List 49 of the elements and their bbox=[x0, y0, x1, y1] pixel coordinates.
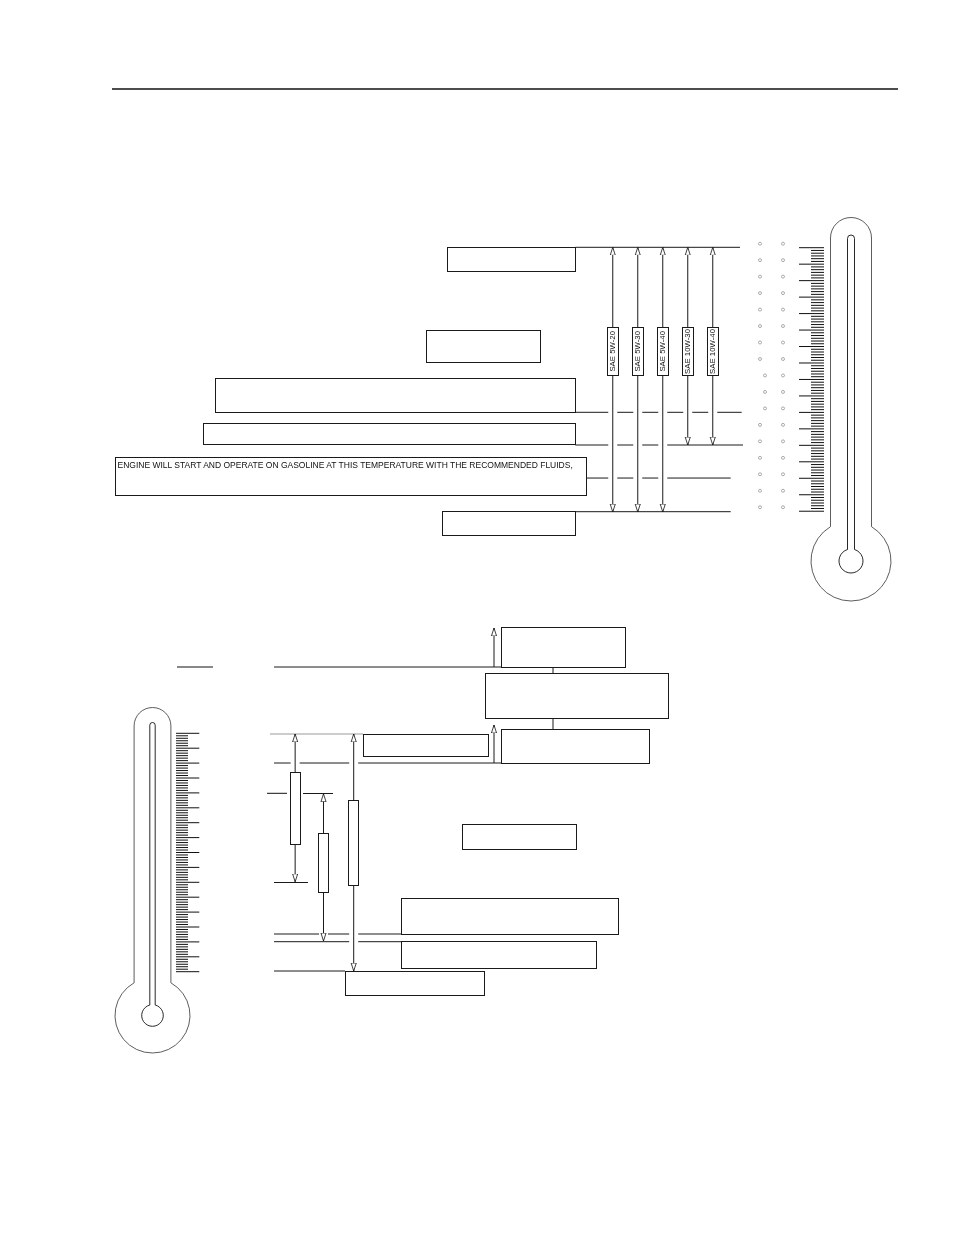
leader-line bbox=[574, 411, 743, 413]
connector-line bbox=[552, 717, 554, 730]
empty-label-box bbox=[441, 511, 576, 537]
leader-line bbox=[574, 511, 732, 513]
range-arrow bbox=[684, 246, 691, 328]
extension-line bbox=[274, 881, 308, 883]
leader-line bbox=[574, 246, 741, 248]
leader-line bbox=[273, 762, 503, 764]
note-frame bbox=[114, 456, 587, 497]
grade-label-frame bbox=[606, 326, 619, 376]
empty-label-box bbox=[362, 733, 489, 757]
empty-label-box bbox=[400, 941, 597, 970]
range-arrow bbox=[659, 374, 666, 513]
empty-label-box bbox=[501, 626, 627, 668]
empty-label-box bbox=[318, 832, 329, 893]
grade-label-frame bbox=[656, 326, 669, 376]
empty-label-box bbox=[426, 329, 542, 363]
range-arrow bbox=[709, 374, 716, 446]
range-arrow bbox=[659, 246, 666, 328]
range-arrow bbox=[292, 843, 299, 883]
empty-label-box bbox=[344, 970, 485, 996]
leader-line bbox=[574, 444, 744, 446]
empty-label-box bbox=[289, 772, 301, 845]
range-arrow bbox=[609, 374, 616, 513]
connector-line bbox=[552, 666, 554, 674]
range-arrow bbox=[350, 733, 357, 801]
empty-label-box bbox=[400, 897, 619, 935]
empty-label-box bbox=[501, 729, 651, 764]
leader-line bbox=[273, 933, 402, 935]
range-arrow bbox=[634, 374, 641, 513]
range-arrow bbox=[684, 374, 691, 446]
leader-line bbox=[273, 941, 402, 943]
extension-line bbox=[303, 792, 333, 794]
range-arrow bbox=[320, 891, 327, 942]
range-arrow bbox=[350, 884, 357, 972]
leader-line bbox=[273, 970, 346, 972]
leader-line bbox=[585, 477, 732, 479]
empty-label-box bbox=[202, 422, 576, 446]
empty-label-box bbox=[485, 672, 669, 719]
empty-label-box bbox=[446, 246, 576, 273]
range-arrow bbox=[320, 793, 327, 834]
note-text: ENGINE WILL START AND OPERATE ON GASOLINE AT THIS TEMPERATURE WITH THE RECOMMENDED FLUIDS, bbox=[117, 459, 573, 470]
empty-label-box bbox=[214, 377, 576, 413]
empty-label-box bbox=[461, 823, 577, 850]
empty-label-box bbox=[348, 799, 360, 886]
range-arrow bbox=[292, 733, 299, 773]
leader-line bbox=[273, 666, 503, 668]
grade-label-frame bbox=[631, 326, 644, 376]
leader-line bbox=[269, 733, 364, 735]
